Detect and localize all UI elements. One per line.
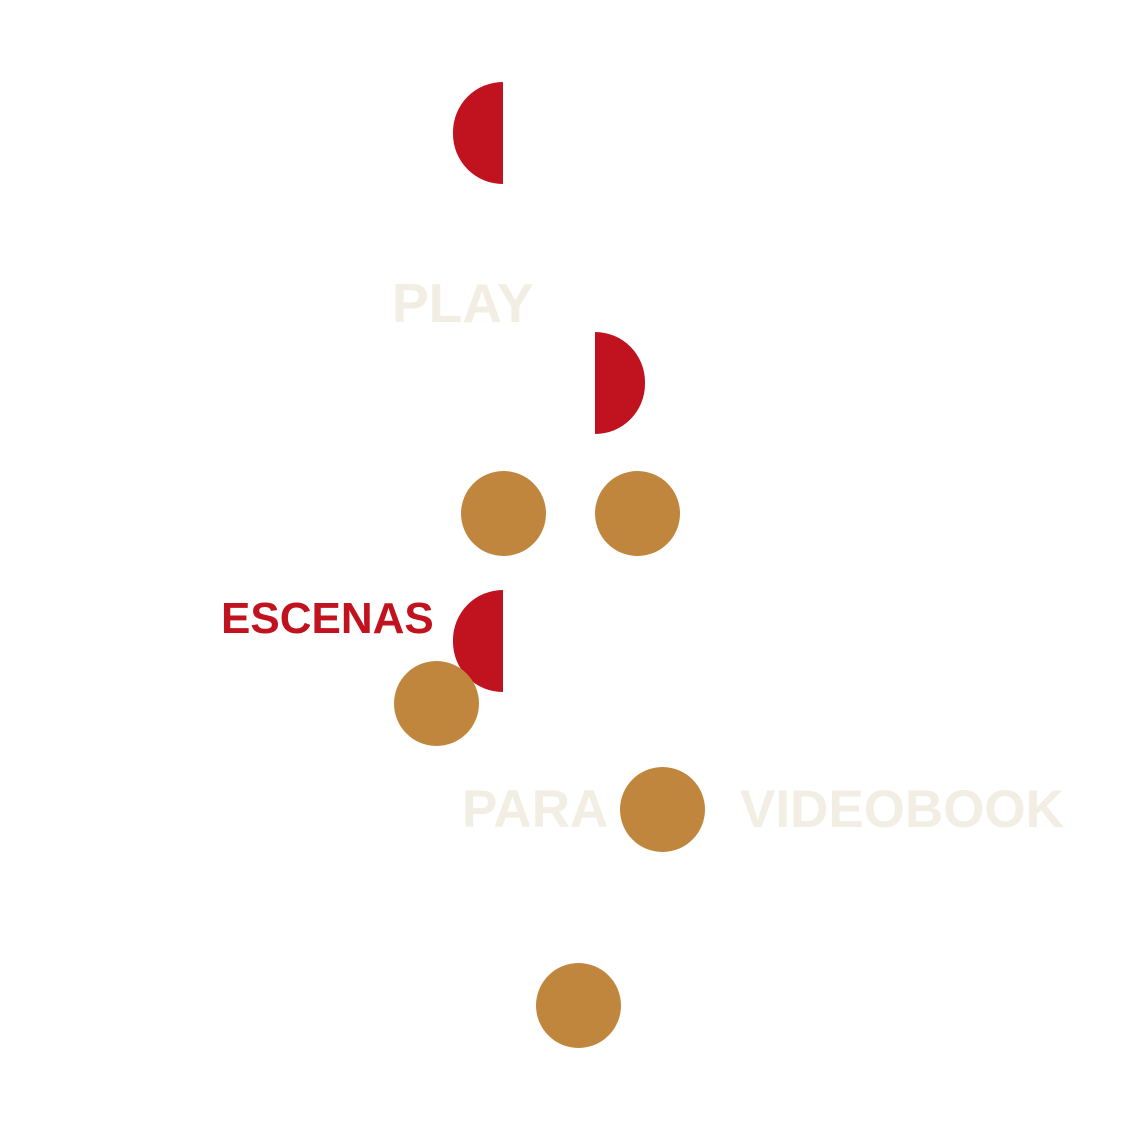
gold-dot-3 — [394, 661, 479, 746]
word-escenas: ESCENAS — [221, 594, 434, 643]
red-half-circle-middle — [595, 332, 645, 434]
red-half-circle-top — [453, 82, 503, 184]
gold-dot-4 — [620, 767, 705, 852]
gold-dot-1 — [461, 471, 546, 556]
word-play: PLAY — [392, 272, 534, 334]
word-videobook: VIDEOBOOK — [740, 780, 1064, 839]
gold-dot-2 — [595, 471, 680, 556]
word-para: PARA — [462, 780, 609, 839]
gold-dot-5 — [536, 963, 621, 1048]
